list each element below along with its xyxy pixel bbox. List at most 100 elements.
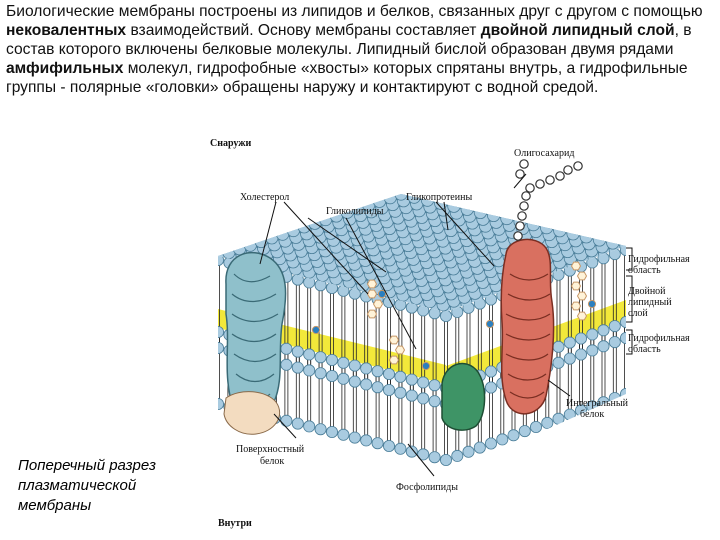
- lipid-head: [291, 361, 304, 374]
- lipid-head: [394, 194, 408, 201]
- intro-paragraph: Биологические мембраны построены из липи…: [6, 2, 714, 97]
- cholesterol-ring: [576, 271, 588, 281]
- lipid-head: [371, 365, 384, 378]
- lipid-head: [563, 352, 576, 365]
- lipid-head: [276, 227, 290, 241]
- label-integral-protein-1: Интегральный: [566, 398, 629, 409]
- sugar-unit: [517, 211, 527, 221]
- lipid-head: [360, 378, 373, 391]
- lipid-head: [243, 238, 257, 252]
- figure-caption: Поперечный разрез плазматической мембран…: [18, 456, 208, 516]
- lipid-head: [507, 429, 520, 442]
- lipid-head: [394, 370, 407, 383]
- lipid-head: [291, 417, 304, 430]
- lipid-head: [314, 351, 327, 364]
- label-outside: Снаружи: [210, 138, 252, 149]
- intro-bold-bilayer: двойной липидный слой: [480, 22, 675, 39]
- intro-bold-amphiphilic: амфифильных: [6, 60, 124, 77]
- lipid-head: [574, 332, 587, 345]
- lipid-head: [529, 420, 542, 433]
- cholesterol-ring: [366, 289, 378, 299]
- lipid-head: [597, 324, 610, 337]
- lipid-head: [541, 416, 554, 429]
- lipid-head: [360, 434, 373, 447]
- label-inside: Внутри: [218, 518, 252, 529]
- cholesterol-dot: [485, 319, 495, 329]
- lipid-head: [280, 414, 293, 427]
- lipid-head: [586, 344, 599, 357]
- lipid-head: [394, 386, 407, 399]
- lipid-head: [314, 423, 327, 436]
- lipid-head: [291, 345, 304, 358]
- lipid-head: [297, 220, 311, 234]
- sugar-unit: [519, 159, 529, 169]
- lipid-head: [428, 379, 441, 392]
- integral-protein-red: [500, 238, 555, 415]
- lipid-head: [280, 342, 293, 355]
- caption-line-2: плазматической: [18, 477, 137, 494]
- lipid-head: [314, 367, 327, 380]
- intro-text-3: , в состав которого включены белковые мо…: [6, 22, 692, 58]
- lipid-head: [337, 372, 350, 385]
- oligosaccharide-chain: [513, 159, 583, 241]
- lipid-head: [500, 211, 514, 226]
- cholesterol-ring: [570, 261, 582, 271]
- lipid-head: [382, 367, 395, 380]
- cholesterol-ring: [372, 299, 384, 309]
- lipid-head: [597, 340, 610, 353]
- label-surface-protein-1: Поверхностный: [236, 444, 305, 455]
- lipid-head: [552, 356, 565, 369]
- lipid-head: [496, 433, 509, 446]
- integral-protein-green: [441, 362, 486, 431]
- sugar-unit: [573, 161, 583, 171]
- cholesterol-dot: [377, 289, 387, 299]
- lipid-head: [218, 397, 224, 410]
- lipid-head: [286, 223, 301, 238]
- lipid-head: [218, 341, 224, 354]
- cholesterol-ring: [366, 279, 378, 289]
- lipid-head: [417, 376, 430, 389]
- label-bilayer-3: слой: [628, 308, 648, 319]
- label-glycoproteins: Гликопротеины: [406, 192, 472, 203]
- lipid-head: [360, 362, 373, 375]
- lipid-head: [218, 256, 224, 267]
- lipid-head: [608, 320, 621, 333]
- cholesterol-ring: [388, 335, 400, 345]
- label-phospholipids: Фосфолипиды: [396, 482, 458, 493]
- sugar-unit: [515, 169, 525, 179]
- cholesterol-ring: [394, 345, 406, 355]
- lipid-head: [446, 309, 452, 322]
- sugar-unit: [545, 175, 555, 185]
- lipid-head: [405, 389, 418, 402]
- lipid-head: [348, 359, 361, 372]
- lipid-head: [280, 358, 293, 371]
- lipid-head: [484, 437, 497, 450]
- lipid-head: [553, 224, 567, 238]
- label-oligosaccharide: Олигосахарид: [514, 148, 574, 159]
- label-hydrophilic-top-1: Гидрофильная: [628, 254, 690, 265]
- lipid-head: [552, 412, 565, 425]
- label-glycolipids: Гликолипиды: [326, 206, 384, 217]
- label-surface-protein-2: белок: [260, 456, 284, 467]
- lipid-head: [325, 425, 338, 438]
- lipid-head: [473, 205, 487, 220]
- sugar-unit: [519, 201, 529, 211]
- lipid-head: [608, 336, 621, 349]
- cholesterol-molecules: [311, 261, 597, 371]
- lipid-head: [383, 194, 397, 205]
- lipid-head: [619, 331, 626, 344]
- sugar-unit: [521, 191, 531, 201]
- lipid-head: [337, 356, 350, 369]
- lipid-head: [405, 373, 418, 386]
- intro-text-1: Биологические мембраны построены из липи…: [6, 3, 703, 20]
- lipid-head: [473, 441, 486, 454]
- lipid-head: [586, 328, 599, 341]
- lipid-head: [552, 340, 565, 353]
- lipid-head: [325, 369, 338, 382]
- lipid-head: [428, 395, 441, 408]
- lipid-head: [484, 381, 497, 394]
- lipid-head: [337, 428, 350, 441]
- cholesterol-ring: [388, 355, 400, 365]
- sugar-unit: [555, 171, 565, 181]
- lipid-head: [579, 230, 593, 244]
